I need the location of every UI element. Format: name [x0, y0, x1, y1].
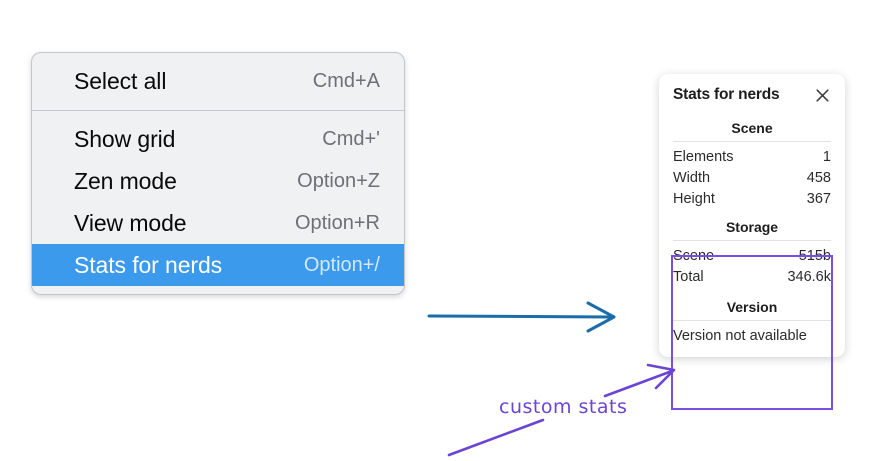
stat-key: Total [673, 268, 704, 285]
menu-item-label: Stats for nerds [74, 251, 223, 278]
stat-key: Elements [673, 148, 734, 165]
menu-item-label: Show grid [74, 125, 176, 152]
version-text: Version not available [673, 328, 807, 344]
context-menu[interactable]: Select all Cmd+A Show grid Cmd+' Zen mod… [31, 52, 405, 295]
stat-value: 346.6k [787, 268, 831, 285]
stats-panel-header: Stats for nerds [659, 86, 845, 104]
menu-item-shortcut: Option+R [294, 211, 380, 234]
menu-item-zen-mode[interactable]: Zen mode Option+Z [32, 160, 404, 202]
menu-item-show-grid[interactable]: Show grid Cmd+' [32, 118, 404, 160]
menu-item-stats-for-nerds[interactable]: Stats for nerds Option+/ [32, 244, 404, 286]
menu-item-view-mode[interactable]: View mode Option+R [32, 202, 404, 244]
section-divider [673, 240, 831, 241]
stat-key: Scene [673, 247, 715, 264]
stats-section-scene: Scene Elements 1 Width 458 Height 367 [659, 118, 845, 209]
close-icon[interactable] [814, 87, 831, 104]
menu-item-label: Select all [74, 67, 167, 94]
stat-key: Width [673, 169, 711, 186]
menu-item-label: View mode [74, 209, 187, 236]
purple-underline-stroke [447, 418, 545, 457]
menu-item-label: Zen mode [74, 167, 177, 194]
menu-item-shortcut: Option+Z [297, 169, 380, 192]
stat-value: 1 [822, 148, 831, 165]
stat-key: Height [673, 190, 715, 207]
menu-item-shortcut: Option+/ [303, 253, 380, 276]
section-heading: Scene [731, 120, 773, 136]
blue-arrow [427, 301, 616, 333]
stat-row: Height 367 [673, 188, 831, 209]
stats-for-nerds-panel: Stats for nerds Scene Elements 1 Width 4… [659, 74, 845, 357]
section-heading: Version [726, 299, 778, 315]
stats-section-storage: Storage Scene 515b Total 346.6k [659, 217, 845, 287]
menu-item-shortcut: Cmd+A [312, 69, 380, 92]
section-divider [673, 320, 831, 321]
menu-group-1: Select all Cmd+A [32, 53, 404, 110]
stat-value: 367 [806, 190, 831, 207]
menu-item-select-all[interactable]: Select all Cmd+A [32, 60, 404, 102]
stat-value: 515b [798, 247, 831, 264]
menu-group-2: Show grid Cmd+' Zen mode Option+Z View m… [32, 110, 404, 294]
custom-stats-annotation-label: custom stats [499, 396, 628, 418]
menu-item-shortcut: Cmd+' [322, 127, 380, 150]
stat-value: 458 [806, 169, 831, 186]
section-heading: Storage [725, 219, 779, 235]
stats-panel-title: Stats for nerds [673, 86, 780, 103]
stats-section-version: Version Version not available [659, 297, 845, 345]
section-divider [673, 141, 831, 142]
stat-row: Width 458 [673, 167, 831, 188]
purple-arrow-to-box [603, 363, 676, 398]
stat-row: Total 346.6k [673, 266, 831, 287]
stat-row: Scene 515b [673, 245, 831, 266]
stat-row: Elements 1 [673, 146, 831, 167]
